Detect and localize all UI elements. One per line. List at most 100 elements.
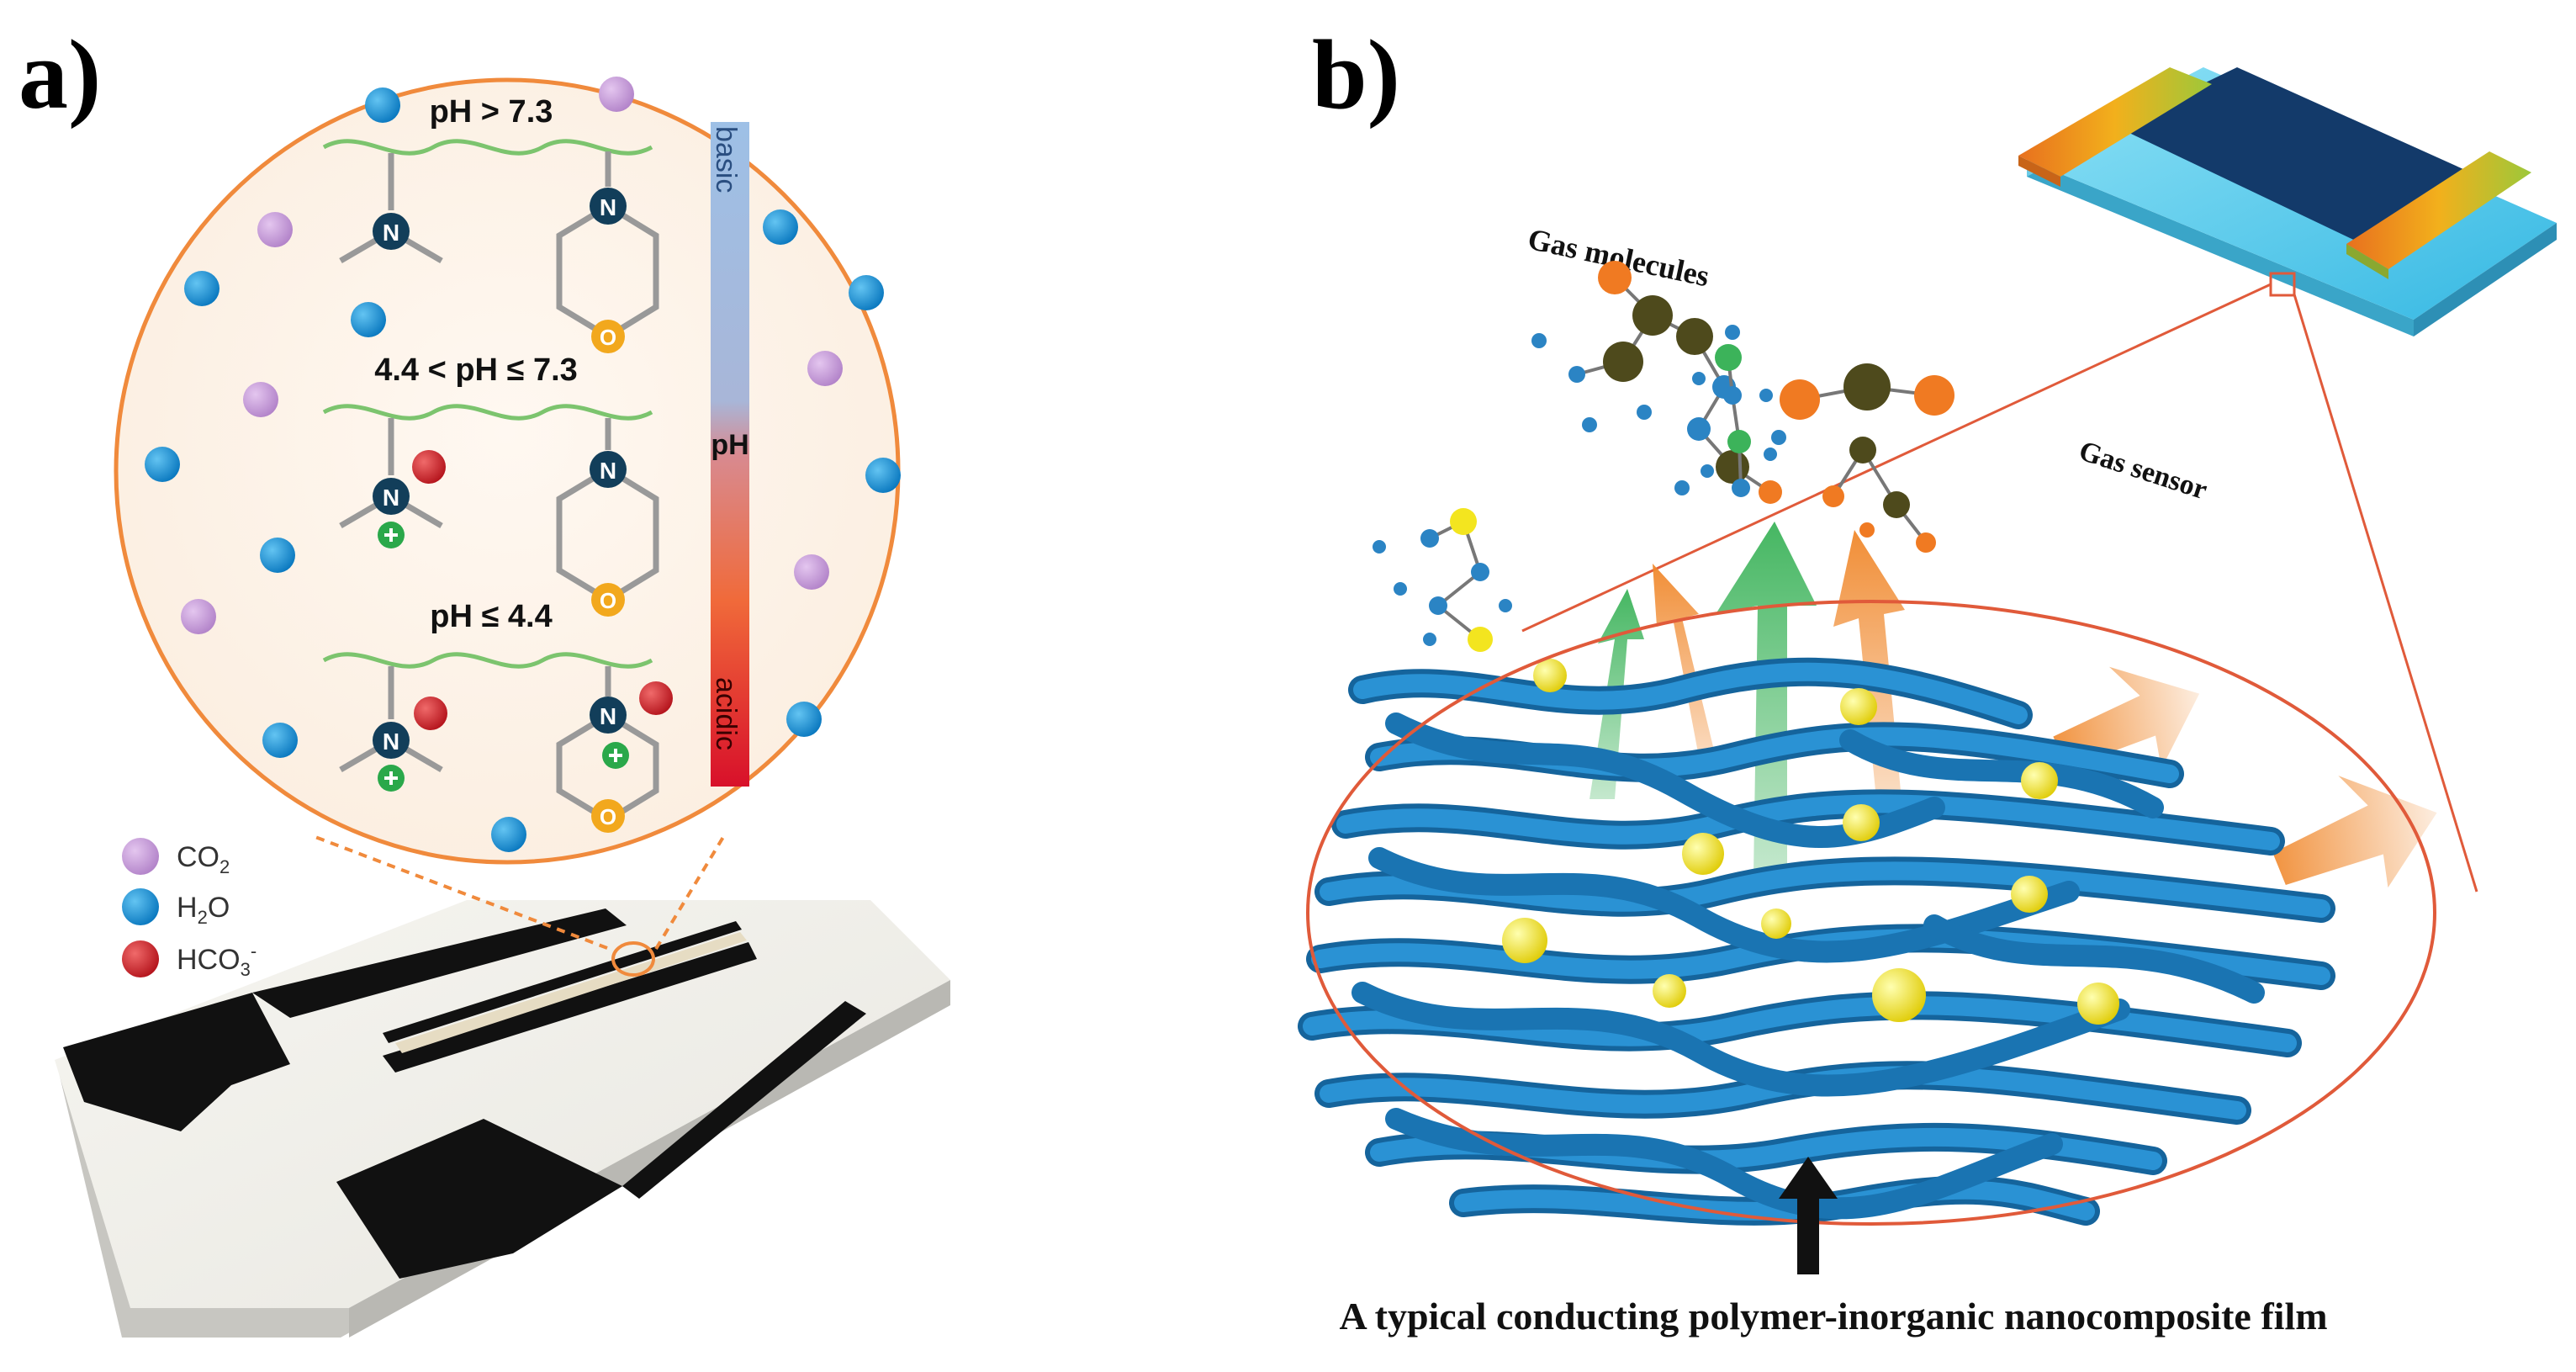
orange-side-arrow [2272, 776, 2437, 888]
molecule-cluster-1 [1531, 261, 1786, 504]
water-molecule [491, 817, 526, 852]
water-molecule [786, 702, 822, 737]
condition-2-label: 4.4 < pH ≤ 7.3 [374, 352, 578, 388]
nitrogen-atom [373, 722, 410, 759]
legend-item-hco3: HCO3- [122, 940, 257, 980]
bicarbonate-ion [639, 681, 673, 715]
molecule-row-1: N N O [322, 139, 659, 353]
water-molecule [365, 87, 400, 123]
condition-3-label: pH ≤ 4.4 [430, 599, 552, 634]
electrode-pad-bottom [336, 1119, 622, 1279]
zoom-spot [611, 941, 655, 977]
co2-molecule [257, 212, 293, 247]
co2-molecule [807, 351, 843, 386]
nitrogen-atom [373, 213, 410, 250]
panel-b: b) Gas molecules Gas sensor [1298, 19, 2557, 1338]
legend-item-h2o: H2O [122, 888, 230, 928]
water-molecule [763, 209, 798, 245]
gas-molecule-clusters [1373, 261, 1954, 652]
sensing-film [2115, 67, 2489, 252]
ph-scale-basic-label: basic [710, 126, 742, 193]
inorganic-nanoparticles [1502, 659, 2119, 1025]
zoom-line [2293, 294, 2478, 893]
condition-1-label: pH > 7.3 [430, 94, 553, 130]
nitrogen-atom [590, 188, 627, 225]
polymer-backbone [322, 139, 653, 156]
oxygen-symbol: O [600, 588, 616, 613]
oxygen-atom [591, 799, 625, 833]
ph-scale-acidic-label: acidic [710, 677, 742, 750]
nanoparticle [1502, 918, 1547, 963]
water-molecule [262, 723, 298, 758]
co2-molecule [794, 554, 829, 590]
co2-molecule [599, 77, 634, 112]
gas-sensor-label: Gas sensor [2076, 435, 2211, 506]
nitrogen-atom [590, 697, 627, 734]
green-arrow [1716, 522, 1817, 875]
water-molecule [849, 275, 884, 310]
legend-item-co2: CO2 [122, 838, 230, 877]
orange-arrow [1653, 564, 1716, 757]
nitrogen-symbol: N [600, 458, 616, 484]
nanoparticle [2021, 762, 2058, 799]
molecule-row-3: N N O [322, 652, 673, 833]
polymer-backbone [322, 404, 653, 421]
nitrogen-symbol: N [600, 194, 616, 220]
nanoparticle [1653, 974, 1686, 1008]
nitrogen-symbol: N [383, 220, 399, 246]
sensor-chip [55, 900, 950, 1338]
molecule-cluster-3 [1692, 344, 1777, 497]
svg-text:CO2: CO2 [177, 841, 230, 877]
nanoparticle [1843, 804, 1880, 841]
co2-molecule [181, 599, 216, 634]
nitrogen-atom [590, 451, 627, 488]
nanoparticle [1840, 688, 1877, 725]
ph-scale: basic acidic pH [710, 122, 749, 787]
water-molecule [145, 447, 180, 482]
floating-molecules [145, 77, 901, 852]
nanocomposite-film [1298, 657, 2335, 1226]
zoom-line-right [654, 835, 725, 951]
molecule-cluster-2 [1373, 508, 1512, 652]
svg-text:HCO3-: HCO3- [177, 940, 257, 980]
bicarbonate-ion [412, 450, 446, 484]
panel-a: a) basic acidic pH [19, 19, 950, 1338]
molecule-legend: CO2 H2O HCO3- [122, 838, 257, 980]
polymer-backbone [322, 652, 653, 669]
oxygen-atom [591, 583, 625, 617]
electrode-pad-left [63, 993, 290, 1131]
film-caption: A typical conducting polymer-inorganic n… [1339, 1295, 2327, 1338]
oxygen-symbol: O [600, 804, 616, 829]
film-pointer-arrow [1779, 1157, 1838, 1274]
nanoparticle [1682, 833, 1724, 875]
orange-side-arrow [2053, 666, 2200, 769]
svg-text:H2O: H2O [177, 892, 230, 928]
ph-scale-ph-label: pH [711, 429, 748, 461]
ph-gradient-bar [711, 122, 749, 787]
oxygen-atom [591, 320, 625, 353]
water-molecule [260, 538, 295, 573]
zoom-line [1521, 283, 2272, 633]
panel-b-label: b) [1312, 19, 1400, 130]
water-molecule [351, 302, 386, 337]
sensing-strip [383, 942, 757, 1073]
nitrogen-atom [373, 478, 410, 515]
co2-molecule [243, 382, 278, 417]
water-molecule [184, 271, 220, 306]
zoom-line-left [315, 835, 608, 950]
zoom-ellipse [1306, 600, 2436, 1226]
bicarbonate-ion [414, 697, 447, 730]
nitrogen-symbol: N [383, 728, 399, 755]
electrode-right [2346, 151, 2531, 269]
nanoparticle [1872, 968, 1926, 1022]
zoom-circle [114, 77, 901, 865]
panel-a-label: a) [19, 19, 101, 130]
molecule-cluster-4 [1780, 363, 1954, 553]
nitrogen-symbol: N [383, 485, 399, 511]
oxygen-symbol: O [600, 325, 616, 350]
nanoparticle [1533, 659, 1567, 692]
nanoparticle [1761, 908, 1791, 939]
electrode-left [2018, 67, 2212, 177]
nitrogen-symbol: N [600, 703, 616, 729]
